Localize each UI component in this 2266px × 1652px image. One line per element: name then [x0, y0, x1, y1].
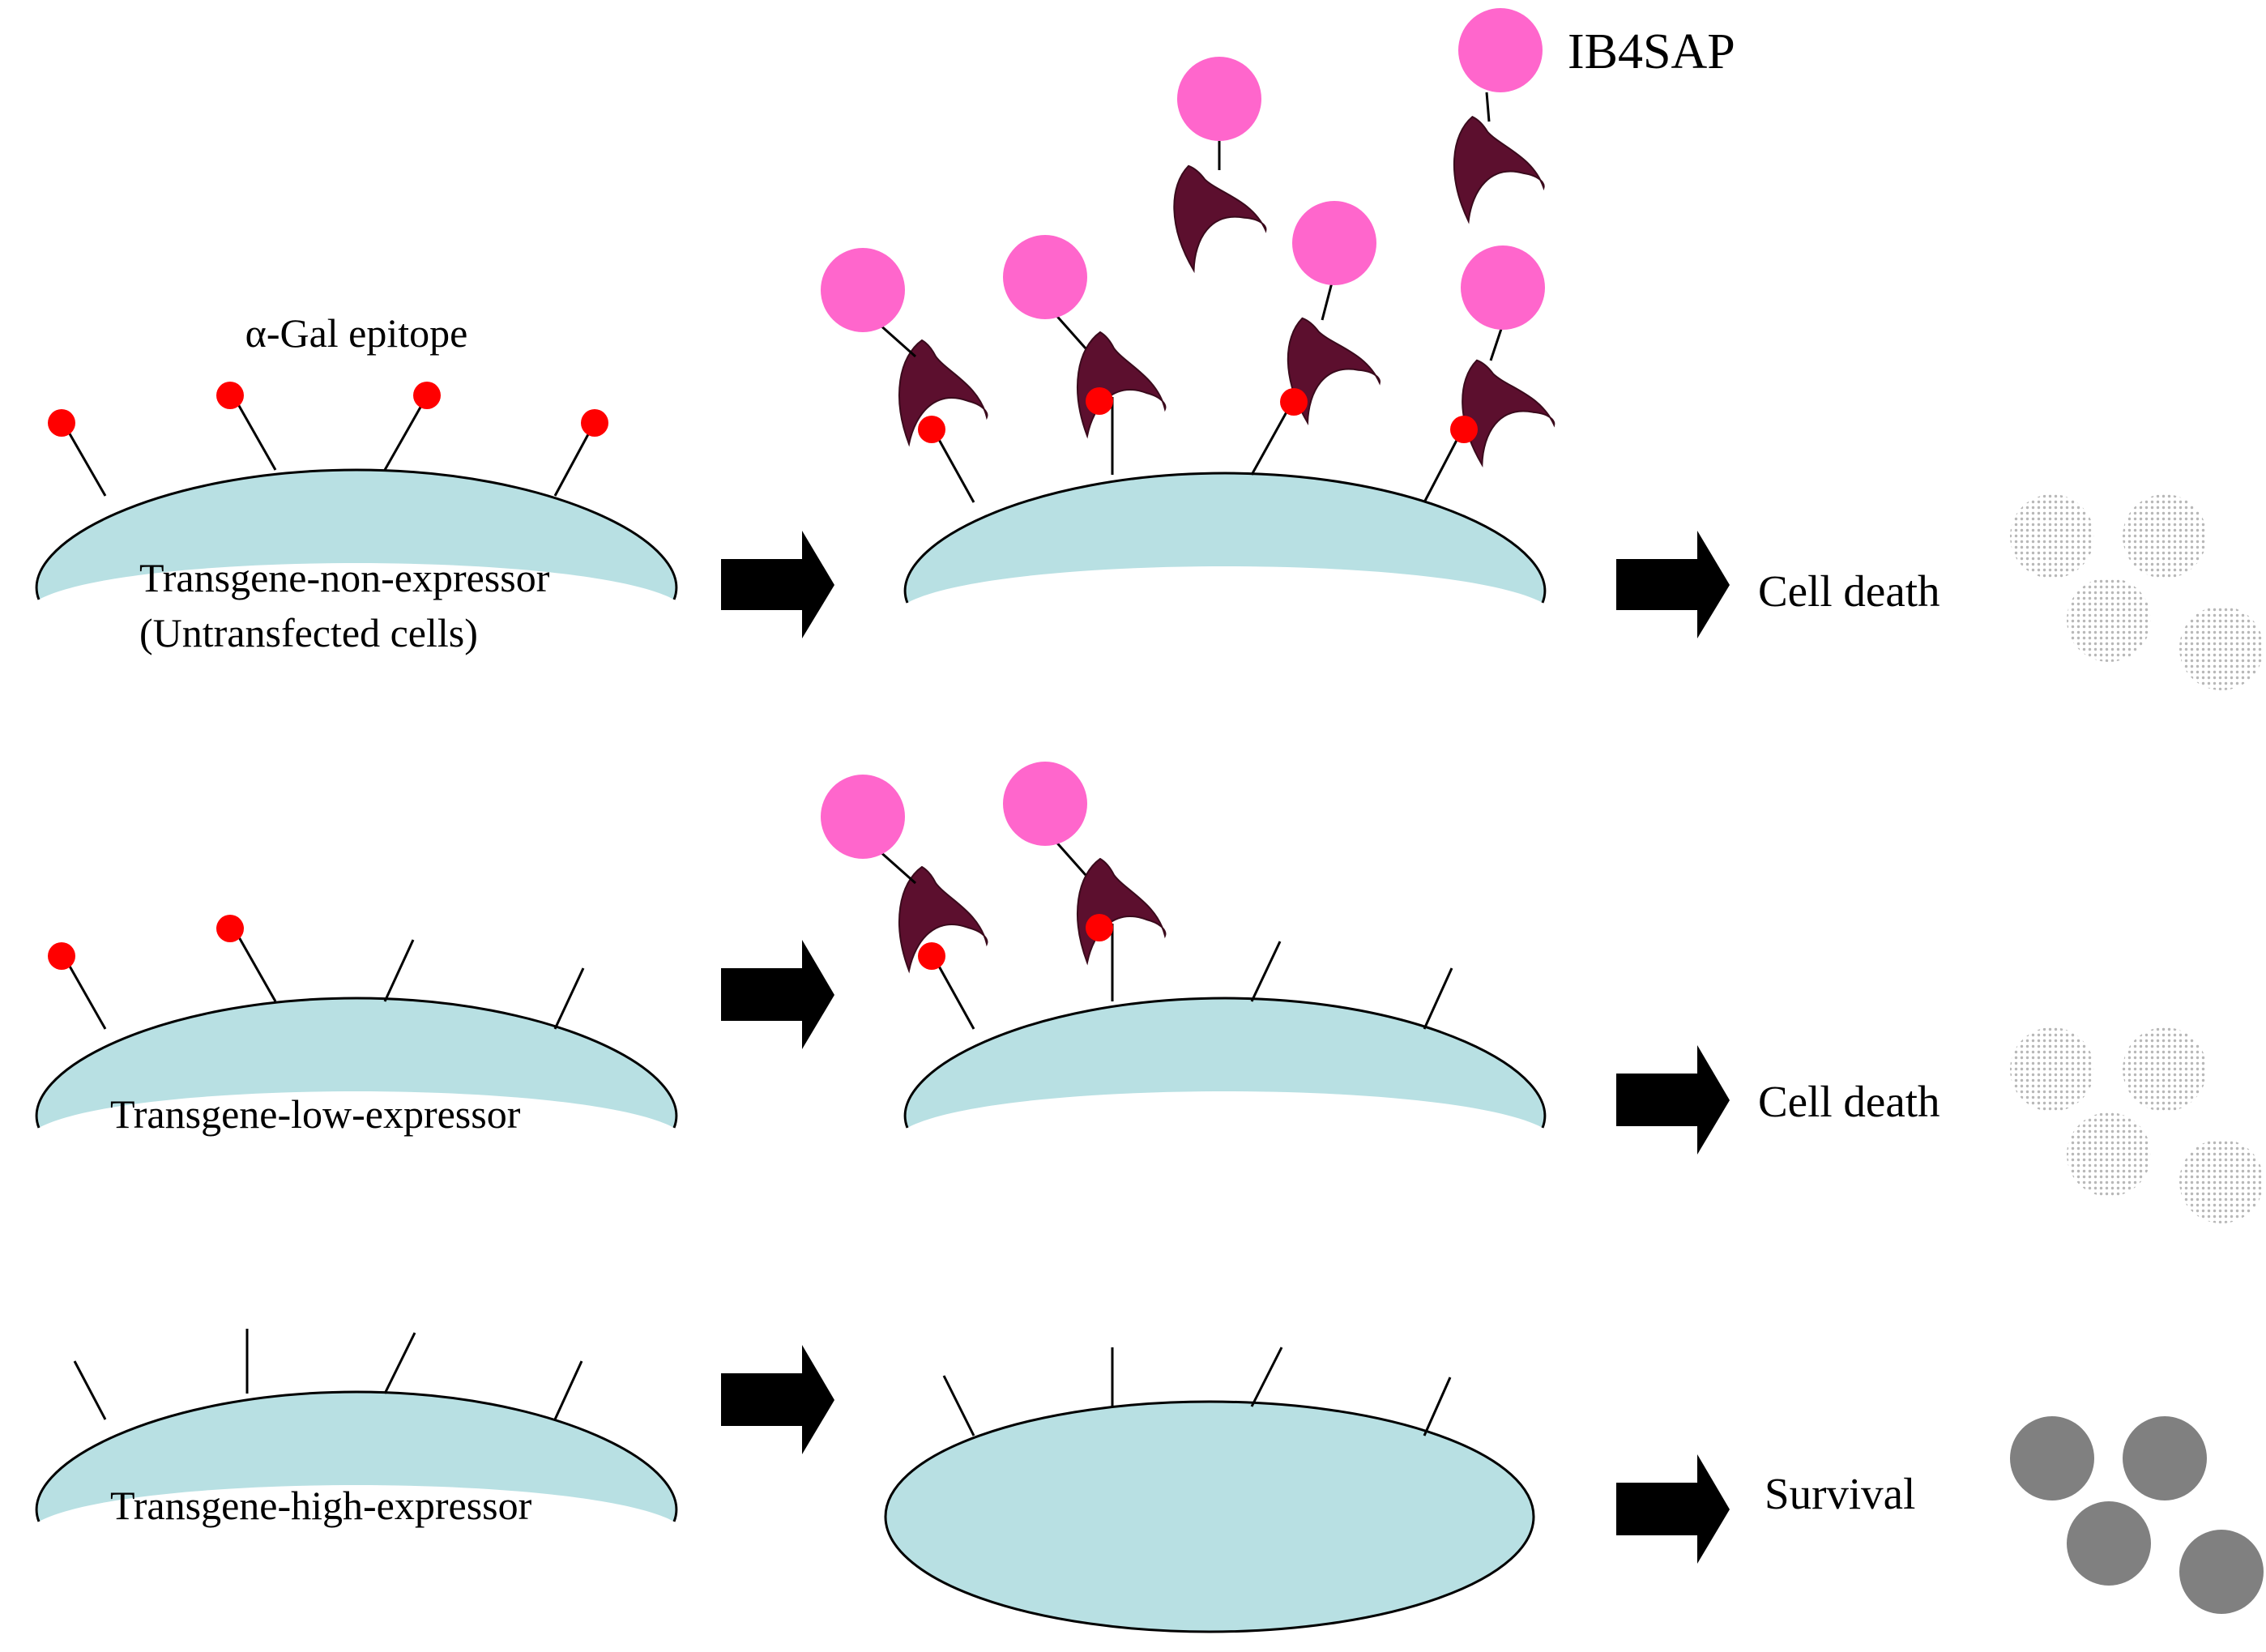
row-non-expressor: α-Gal epitope Transgene-non-expressor (U… [35, 8, 2264, 690]
free-ib4sap [1165, 8, 1547, 273]
ib4sap-label: IB4SAP [1568, 24, 1735, 79]
alpha-gal-epitope [413, 382, 441, 409]
ib4sap-ball [1292, 201, 1376, 285]
cell-low-expressor-before [35, 915, 678, 1129]
cell-high-expressor-after [884, 1347, 1535, 1633]
row1-sublabel: (Untransfected cells) [139, 610, 478, 655]
alpha-gal-label: α-Gal epitope [245, 310, 468, 356]
outcome-label-1: Cell death [1758, 566, 1940, 616]
cell-low-expressor-after [821, 762, 1547, 1129]
arrow-icon [1616, 1045, 1730, 1155]
outcome-label-2: Cell death [1758, 1077, 1940, 1126]
row-high-expressor: Transgene-high-expressor Survival [35, 1329, 2264, 1633]
ib4sap-ball [821, 248, 905, 332]
row-low-expressor: Transgene-low-expressor Cell death [35, 762, 2264, 1223]
cell-high-expressor-before [35, 1329, 678, 1523]
dead-cells-icon [2010, 1027, 2264, 1223]
dead-cells-icon [2010, 494, 2264, 690]
cell-non-expressor-after [821, 201, 1560, 604]
row2-label: Transgene-low-expressor [110, 1091, 521, 1137]
ib4sap-ball [1003, 235, 1087, 319]
row1-label: Transgene-non-expressor [139, 555, 550, 600]
alpha-gal-epitope [216, 382, 244, 409]
alpha-gal-epitope [48, 409, 75, 437]
cell-non-expressor-before [35, 382, 678, 601]
arrow-icon [721, 1345, 834, 1454]
arrow-icon [721, 940, 834, 1049]
arrow-icon [1616, 1454, 1730, 1564]
live-cells-icon [2010, 1416, 2264, 1614]
arrow-icon [721, 531, 834, 638]
arrow-icon [1616, 531, 1730, 638]
outcome-label-3: Survival [1765, 1469, 1915, 1518]
alpha-gal-epitope [581, 409, 608, 437]
ib4sap-ball [1461, 245, 1545, 330]
row3-label: Transgene-high-expressor [110, 1483, 532, 1528]
